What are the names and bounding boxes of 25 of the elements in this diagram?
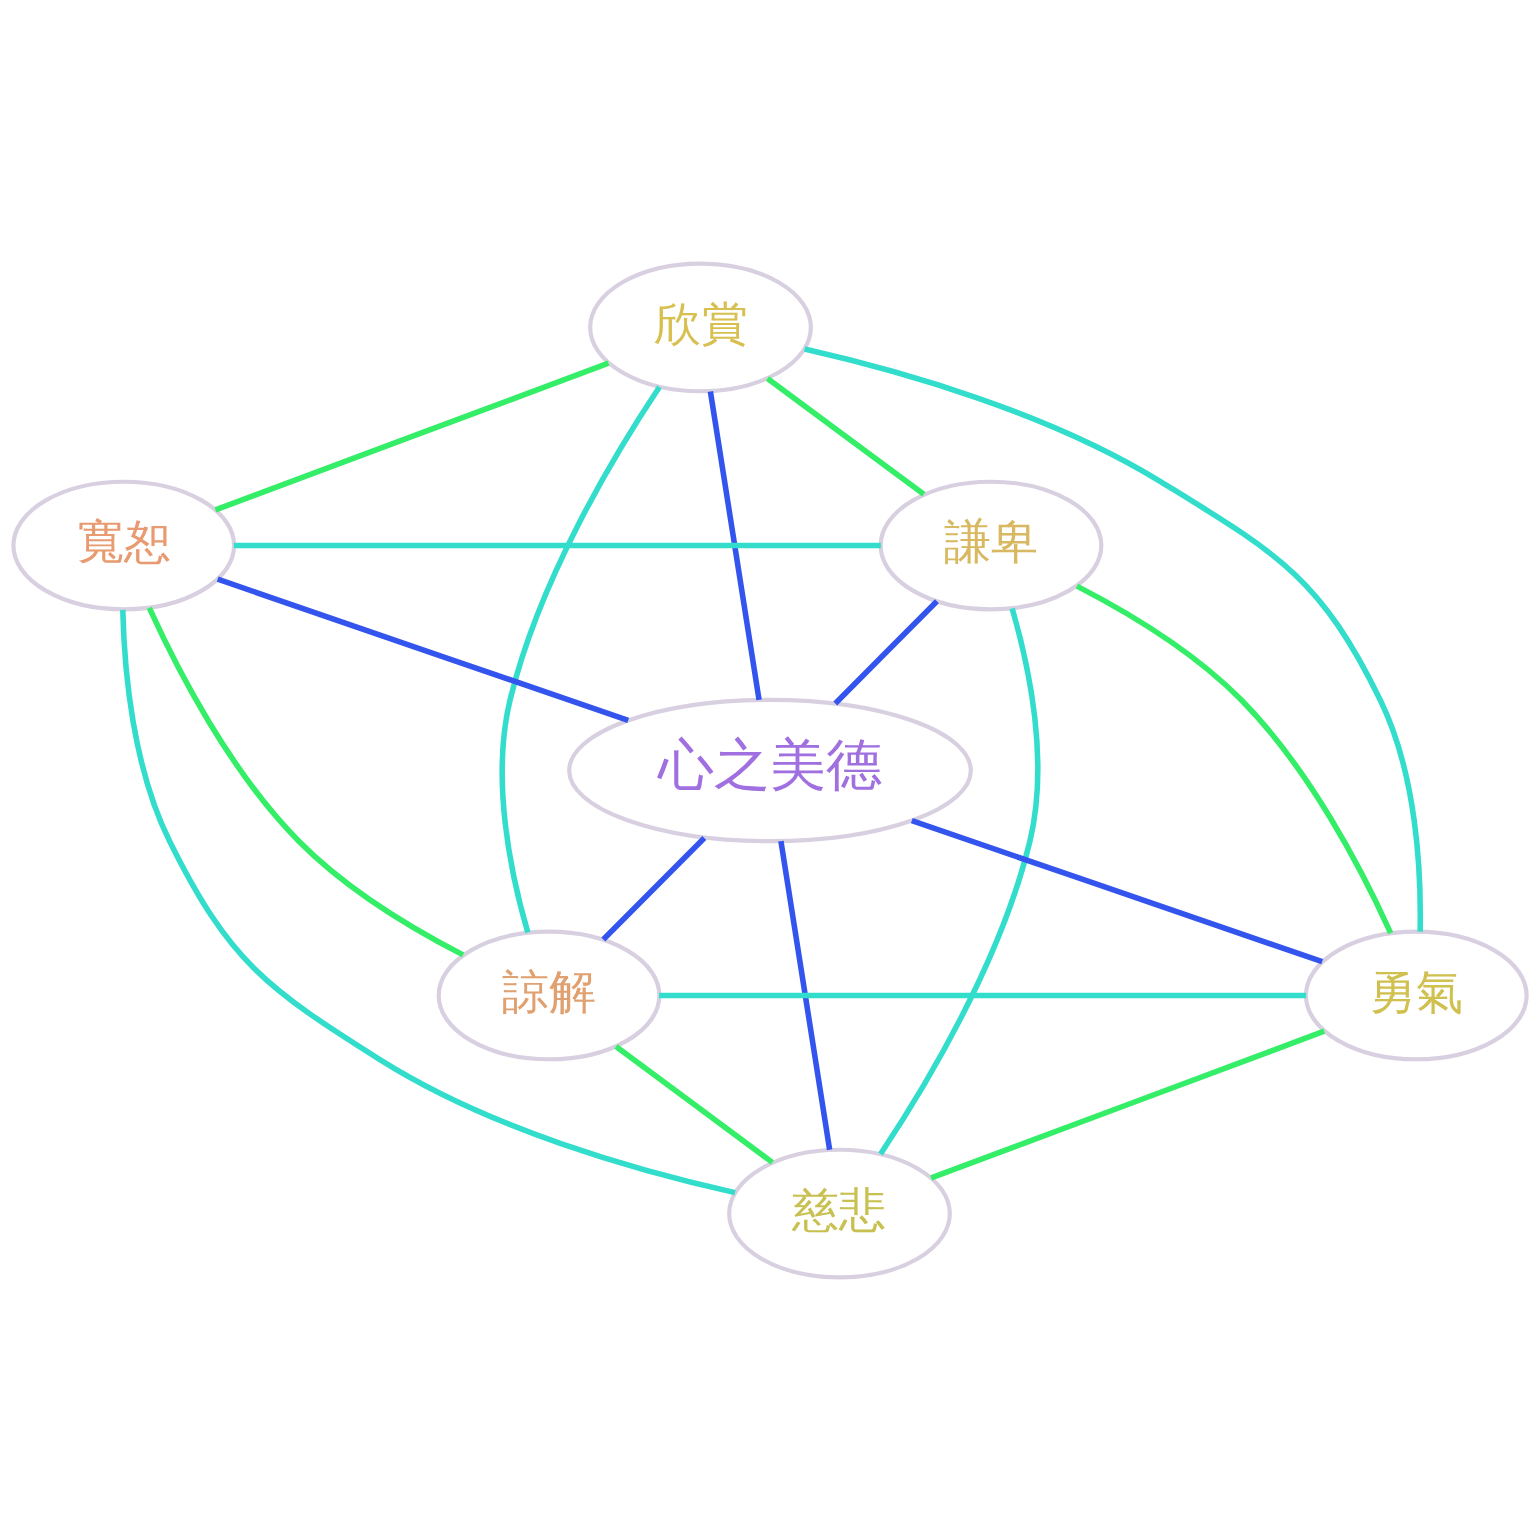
node-ellipse: 寬恕 <box>11 479 237 611</box>
connector <box>233 542 881 548</box>
connector <box>930 1028 1326 1181</box>
connector <box>778 840 833 1150</box>
connector <box>765 375 926 497</box>
node-ellipse: 慈悲 <box>727 1147 952 1279</box>
connector <box>910 817 1324 964</box>
connector <box>833 598 939 705</box>
connector <box>601 835 707 941</box>
connector <box>216 576 630 723</box>
connector <box>1075 583 1394 934</box>
connector <box>214 360 610 512</box>
connector <box>499 385 662 933</box>
connector <box>803 345 1424 932</box>
node-ellipse: 謙卑 <box>878 479 1104 611</box>
node-ellipse: 諒解 <box>436 929 662 1061</box>
connector <box>878 607 1041 1155</box>
connector <box>146 606 465 957</box>
node-ellipse: 心之美德 <box>567 697 973 843</box>
connector <box>120 609 736 1195</box>
connector <box>707 390 762 700</box>
node-ellipse: 勇氣 <box>1303 929 1529 1061</box>
node-ellipse: 欣賞 <box>588 261 813 393</box>
connector <box>614 1043 774 1165</box>
connector <box>659 992 1307 998</box>
